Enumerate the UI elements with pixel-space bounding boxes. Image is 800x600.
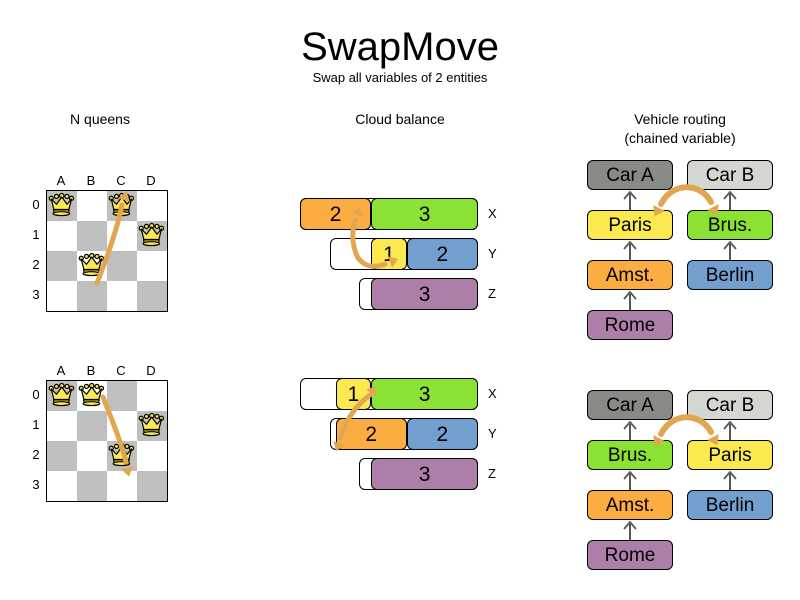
vrp-node-rome[interactable]: Rome <box>587 540 673 570</box>
cloud-process-segment[interactable]: 3 <box>371 458 478 490</box>
vrp-heading-line-2: (chained variable) <box>624 130 736 146</box>
cloud-process-segment[interactable]: 2 <box>406 418 478 450</box>
vrp-chain-arrowhead-icon <box>723 241 737 250</box>
page-title: SwapMove <box>301 25 499 69</box>
board-cell-A1[interactable] <box>47 221 77 251</box>
board-file-label-C: C <box>116 363 126 378</box>
page-subtitle: Swap all variables of 2 entities <box>312 70 488 85</box>
vrp-node-berlin[interactable]: Berlin <box>687 260 773 290</box>
board-file-label-B: B <box>86 363 96 378</box>
board-cell-D3[interactable] <box>137 471 167 501</box>
vrp-node-car-a[interactable]: Car A <box>587 160 673 190</box>
vrp-node-berlin[interactable]: Berlin <box>687 490 773 520</box>
board-cell-A2[interactable] <box>47 251 77 281</box>
vrp-chain-arrowhead-icon <box>723 191 737 200</box>
board-cell-A3[interactable] <box>47 471 77 501</box>
vrp-chain-link <box>729 244 731 260</box>
board-cell-D3[interactable] <box>137 281 167 311</box>
vrp-chain-arrowhead-icon <box>623 191 637 200</box>
vrp-chain-link <box>629 424 631 440</box>
board-rank-label-0: 0 <box>32 197 40 212</box>
board-rank-label-2: 2 <box>32 257 40 272</box>
board-cell-B3[interactable] <box>77 471 107 501</box>
vrp-node-rome[interactable]: Rome <box>587 310 673 340</box>
vrp-chain-arrowhead-icon <box>623 421 637 430</box>
board-rank-label-3: 3 <box>32 287 40 302</box>
vrp-chain-link <box>729 194 731 210</box>
queen-piece-A0[interactable] <box>46 190 76 220</box>
vrp-chain-arrowhead-icon <box>723 421 737 430</box>
queen-piece-D1[interactable] <box>136 410 166 440</box>
vrp-chain-link <box>729 474 731 490</box>
vrp-chain-arrowhead-icon <box>623 241 637 250</box>
vrp-chain-arrowhead-icon <box>723 471 737 480</box>
board-cell-D0[interactable] <box>137 381 167 411</box>
board-cell-C3[interactable] <box>107 281 137 311</box>
board-rank-label-1: 1 <box>32 227 40 242</box>
board-rank-label-0: 0 <box>32 387 40 402</box>
board-cell-D0[interactable] <box>137 191 167 221</box>
cloud-process-segment[interactable]: 3 <box>371 198 478 230</box>
vrp-chain-link <box>629 474 631 490</box>
cloud-computer-label-Z: Z <box>488 466 496 481</box>
queen-piece-B0[interactable] <box>76 380 106 410</box>
board-cell-A3[interactable] <box>47 281 77 311</box>
section-heading-vehicle-routing: Vehicle routing (chained variable) <box>580 110 780 148</box>
board-rank-label-2: 2 <box>32 447 40 462</box>
vrp-node-brus[interactable]: Brus. <box>587 440 673 470</box>
board-file-label-A: A <box>56 363 66 378</box>
section-heading-n-queens: N queens <box>70 111 130 127</box>
board-cell-D2[interactable] <box>137 251 167 281</box>
vrp-node-car-a[interactable]: Car A <box>587 390 673 420</box>
queen-piece-D1[interactable] <box>136 220 166 250</box>
cloud-process-segment[interactable]: 3 <box>371 278 478 310</box>
vrp-chain-link <box>629 294 631 310</box>
vrp-node-car-b[interactable]: Car B <box>687 390 773 420</box>
vrp-node-amst[interactable]: Amst. <box>587 260 673 290</box>
vrp-node-paris[interactable]: Paris <box>687 440 773 470</box>
board-file-label-B: B <box>86 173 96 188</box>
board-cell-A1[interactable] <box>47 411 77 441</box>
vrp-chain-link <box>629 194 631 210</box>
section-heading-cloud-balance: Cloud balance <box>355 111 445 127</box>
vrp-node-brus[interactable]: Brus. <box>687 210 773 240</box>
cloud-computer-label-X: X <box>488 206 497 221</box>
cloud-computer-label-Y: Y <box>488 426 497 441</box>
cloud-computer-label-X: X <box>488 386 497 401</box>
queen-piece-A0[interactable] <box>46 380 76 410</box>
cloud-computer-label-Y: Y <box>488 246 497 261</box>
board-file-label-D: D <box>146 363 156 378</box>
board-cell-A2[interactable] <box>47 441 77 471</box>
vrp-chain-link <box>629 244 631 260</box>
vrp-chain-link <box>729 424 731 440</box>
vrp-chain-link <box>629 524 631 540</box>
vrp-heading-line-1: Vehicle routing <box>634 111 726 127</box>
board-rank-label-1: 1 <box>32 417 40 432</box>
board-file-label-C: C <box>116 173 126 188</box>
board-file-label-D: D <box>146 173 156 188</box>
cloud-process-segment[interactable]: 3 <box>371 378 478 410</box>
vrp-chain-arrowhead-icon <box>623 471 637 480</box>
vrp-chain-arrowhead-icon <box>623 291 637 300</box>
cloud-computer-label-Z: Z <box>488 286 496 301</box>
board-file-label-A: A <box>56 173 66 188</box>
board-rank-label-3: 3 <box>32 477 40 492</box>
vrp-node-amst[interactable]: Amst. <box>587 490 673 520</box>
vrp-chain-arrowhead-icon <box>623 521 637 530</box>
cloud-process-segment[interactable]: 2 <box>406 238 478 270</box>
board-cell-B3[interactable] <box>77 281 107 311</box>
board-cell-D2[interactable] <box>137 441 167 471</box>
